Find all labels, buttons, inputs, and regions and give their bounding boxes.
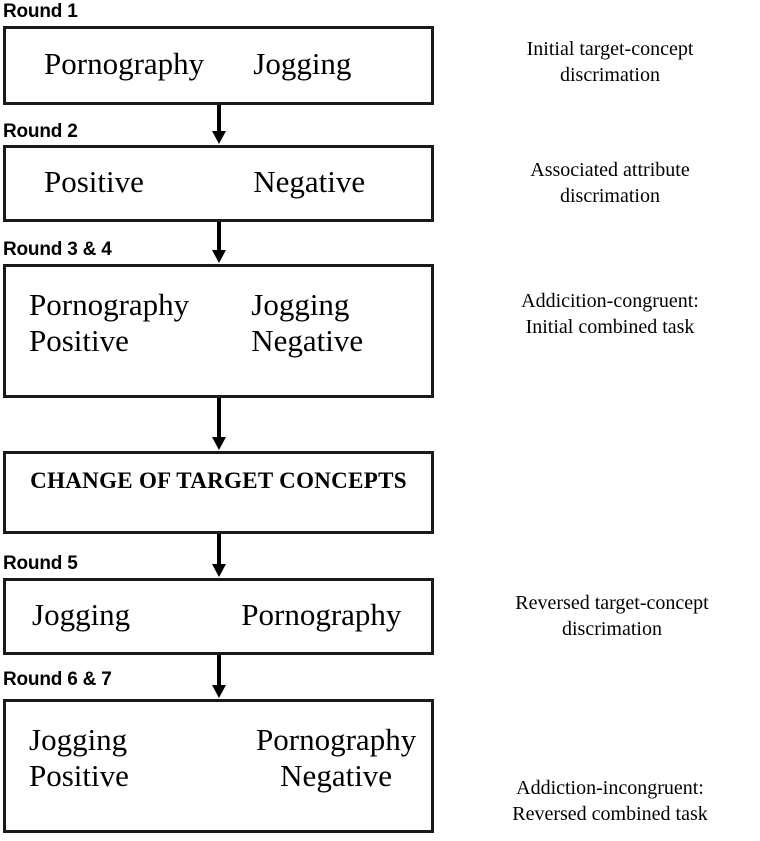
stage-box-round-3-4[interactable]: Pornography Positive Jogging Negative xyxy=(3,264,434,398)
arrow-round2-to-round34 xyxy=(212,222,226,264)
stage-box-round-2[interactable]: Positive Negative xyxy=(3,145,434,222)
stage-6-left-column: Jogging Positive xyxy=(6,722,231,794)
stage-6-left-term-2: Positive xyxy=(29,758,129,793)
stage-3-right-column: Jogging Negative xyxy=(231,287,431,359)
description-3-line-1: Addicition-congruent: xyxy=(521,290,699,312)
stage-6-left-term-1: Jogging xyxy=(29,722,128,757)
stage-3-left-term-1: Pornography xyxy=(29,287,190,322)
stage-3-right-term-1: Jogging xyxy=(251,287,350,322)
stage-3-left-column: Pornography Positive xyxy=(6,287,231,359)
round-label-1: Round 1 xyxy=(3,1,78,22)
change-text-line-1: CHANGE OF TARGET xyxy=(30,468,274,493)
round-label-6: Round 6 & 7 xyxy=(3,669,112,690)
stage-1-left-column: Pornography xyxy=(6,46,231,82)
stage-1-right-term-1: Jogging xyxy=(253,46,352,81)
description-2-line-1: Associated attribute xyxy=(530,159,690,181)
stage-6-right-term-1: Pornography xyxy=(256,722,417,757)
description-3-line-2: Initial combined task xyxy=(525,316,695,338)
change-text-line-2: CONCEPTS xyxy=(279,468,407,493)
change-of-target-concepts-text: CHANGE OF TARGET CONCEPTS xyxy=(6,466,431,496)
stage-5-left-term-1: Jogging xyxy=(32,597,131,632)
description-round-6-7: Addiction-incongruent: Reversed combined… xyxy=(464,775,756,827)
stage-5-right-term-1: Pornography xyxy=(241,597,402,632)
stage-2-right-term-1: Negative xyxy=(253,164,366,199)
description-round-1: Initial target-concept discrimation xyxy=(470,36,750,88)
stage-3-right-term-2: Negative xyxy=(251,323,364,358)
stage-2-left-term-1: Positive xyxy=(44,164,144,199)
stage-1-left-term-1: Pornography xyxy=(44,46,205,81)
round-label-5: Round 5 xyxy=(3,553,78,574)
arrow-round1-to-round2 xyxy=(212,105,226,145)
arrow-change-to-round5 xyxy=(212,534,226,578)
stage-6-right-column: Pornography Negative xyxy=(231,722,431,794)
stage-5-left-column: Jogging xyxy=(6,597,231,633)
round-label-3: Round 3 & 4 xyxy=(3,239,112,260)
description-round-5: Reversed target-concept discrimation xyxy=(468,590,756,642)
description-6-line-1: Addiction-incongruent: xyxy=(516,777,704,799)
arrow-round5-to-round67 xyxy=(212,655,226,699)
stage-box-round-1[interactable]: Pornography Jogging xyxy=(3,26,434,105)
description-1-line-2: discrimation xyxy=(560,64,660,86)
description-2-line-2: discrimation xyxy=(560,185,660,207)
stage-2-left-column: Positive xyxy=(6,164,231,200)
stage-box-change-of-target-concepts[interactable]: CHANGE OF TARGET CONCEPTS xyxy=(3,451,434,534)
stage-1-right-column: Jogging xyxy=(231,46,431,82)
description-1-line-1: Initial target-concept xyxy=(526,38,694,60)
stage-box-round-6-7[interactable]: Jogging Positive Pornography Negative xyxy=(3,699,434,833)
stage-2-right-column: Negative xyxy=(231,164,431,200)
arrow-round34-to-change xyxy=(212,398,226,451)
stage-5-right-column: Pornography xyxy=(231,597,431,633)
description-round-3-4: Addicition-congruent: Initial combined t… xyxy=(470,288,750,340)
description-round-2: Associated attribute discrimation xyxy=(470,157,750,209)
description-5-line-2: discrimation xyxy=(562,618,662,640)
description-6-line-2: Reversed combined task xyxy=(512,803,708,825)
stage-3-left-term-2: Positive xyxy=(29,323,129,358)
stage-6-right-term-2: Negative xyxy=(280,758,393,793)
stage-box-round-5[interactable]: Jogging Pornography xyxy=(3,578,434,655)
round-label-2: Round 2 xyxy=(3,121,78,142)
description-5-line-1: Reversed target-concept xyxy=(515,592,709,614)
